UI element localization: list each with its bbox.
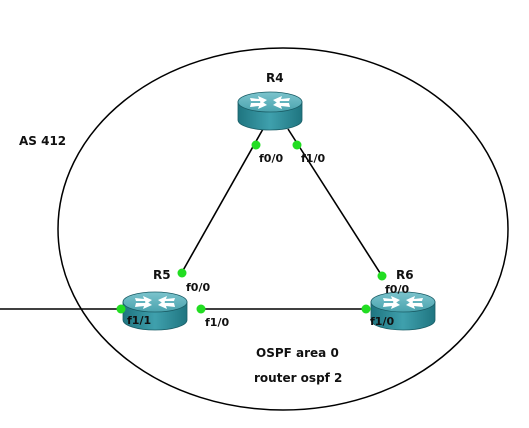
interface-label-r5-f10: f1/0 bbox=[205, 316, 229, 329]
ospf-process-label: router ospf 2 bbox=[254, 371, 342, 385]
interface-label-r5-f11: f1/1 bbox=[127, 314, 151, 327]
port-r5-f10-up bbox=[196, 304, 206, 314]
port-r6-f00-up bbox=[377, 271, 387, 281]
link-r4-r5 bbox=[180, 128, 264, 275]
router-label-r5: R5 bbox=[153, 268, 171, 282]
as-label: AS 412 bbox=[19, 134, 66, 148]
ospf-area-label: OSPF area 0 bbox=[256, 346, 339, 360]
interface-label-r4-f10: f1/0 bbox=[301, 152, 325, 165]
as-boundary bbox=[57, 47, 509, 411]
port-r4-f10-up bbox=[292, 140, 302, 150]
interface-label-r6-f00: f0/0 bbox=[385, 283, 409, 296]
port-r6-f10-up bbox=[361, 304, 371, 314]
router-label-r4: R4 bbox=[266, 71, 284, 85]
link-r4-r6 bbox=[287, 128, 383, 277]
port-r4-f00-up bbox=[251, 140, 261, 150]
router-label-r6: R6 bbox=[396, 268, 414, 282]
router-r4[interactable] bbox=[237, 91, 303, 131]
port-r5-f00-up bbox=[177, 268, 187, 278]
port-r5-f11-up bbox=[116, 304, 126, 314]
interface-label-r6-f10: f1/0 bbox=[370, 315, 394, 328]
interface-label-r4-f00: f0/0 bbox=[259, 152, 283, 165]
interface-label-r5-f00: f0/0 bbox=[186, 281, 210, 294]
